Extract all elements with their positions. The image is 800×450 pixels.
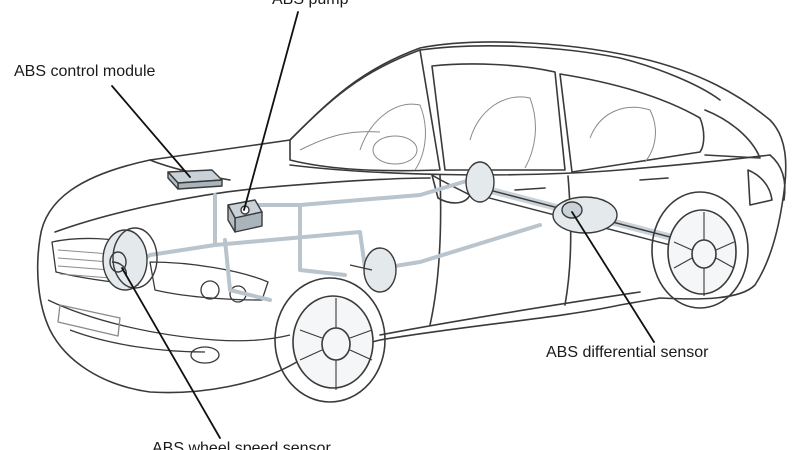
label-abs-control-module: ABS control module bbox=[14, 63, 156, 80]
car-body bbox=[36, 41, 787, 394]
brake-rotor bbox=[102, 227, 158, 291]
leader-abs-control-module bbox=[111, 85, 191, 178]
front-fascia bbox=[47, 237, 291, 364]
label-abs-wheel-speed-sensor: ABS wheel speed sensor bbox=[152, 440, 331, 450]
abs-control-module-part bbox=[167, 169, 223, 190]
leader-abs-pump bbox=[243, 11, 299, 211]
rear-wheel bbox=[651, 191, 749, 309]
interior bbox=[299, 96, 656, 171]
front-wheel bbox=[274, 277, 386, 403]
leader-abs-differential-sensor bbox=[571, 211, 655, 343]
leader-abs-wheel-speed-sensor bbox=[121, 267, 221, 439]
label-abs-differential-sensor: ABS differential sensor bbox=[546, 344, 709, 361]
label-abs-pump: ABS pump bbox=[272, 0, 348, 8]
leader-lines bbox=[111, 11, 655, 439]
